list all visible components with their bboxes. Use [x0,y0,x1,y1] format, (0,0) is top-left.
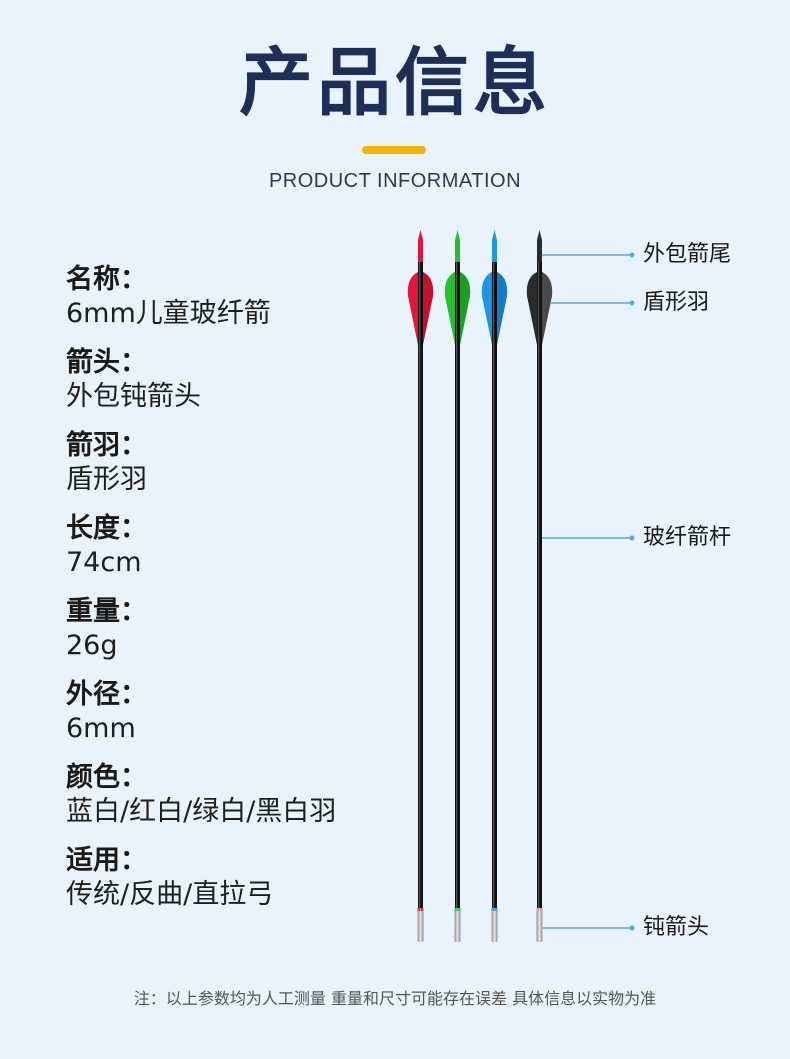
spec-arrowhead: 箭头： 外包钝箭头 [66,346,396,429]
arrow-nock [455,230,460,262]
arrow-vane [460,272,471,345]
arrow-vane [526,272,537,345]
arrow-shaft [455,262,460,912]
arrow-tip-band [491,908,498,911]
arrow-tip-band [417,908,424,911]
spec-value: 26g [66,630,118,661]
arrow-green [444,230,471,942]
arrow-nock [492,230,497,262]
spec-suitable: 适用： 传统/反曲/直拉弓 [66,844,396,927]
arrow-shaft-highlight [456,262,458,912]
leader-dot-tip [629,925,635,931]
spec-label: 名称： [66,264,147,295]
spec-label: 箭头： [66,347,147,378]
spec-label: 重量： [66,596,147,627]
spec-length: 长度： 74cm [66,512,396,595]
arrow-shaft-highlight [419,262,421,912]
page-title: 产品信息 [239,40,551,126]
arrow-vane [407,272,418,345]
arrow-red [407,230,434,942]
arrow-tip [454,908,461,942]
arrow-blue [481,230,508,942]
spec-label: 外径： [66,679,147,710]
callout-nock: 外包箭尾 [643,242,732,267]
arrow-vane [481,272,492,345]
leader-dot-nock [629,252,635,258]
spec-value: 6mm [66,713,136,744]
arrow-tip [417,908,424,942]
spec-value: 盾形羽 [66,464,147,495]
arrow-tip-band [454,908,461,911]
page-subtitle: PRODUCT INFORMATION [268,170,522,192]
arrow-shaft [537,262,542,912]
leader-dot-shaft [629,535,635,541]
arrow-nock [537,230,542,262]
spec-label: 长度： [66,513,147,544]
arrow-tip-band [536,908,543,911]
spec-value: 蓝白/红白/绿白/黑白羽 [66,796,337,827]
spec-weight: 重量： 26g [66,595,396,678]
spec-list: 名称： 6mm儿童玻纤箭 箭头： 外包钝箭头 箭羽： 盾形羽 长度： 74cm … [66,263,396,927]
arrow-shaft-highlight [493,262,495,912]
leader-dot-vane [629,300,635,306]
arrow-shaft-highlight [538,262,540,912]
callout-tip: 钝箭头 [643,915,710,940]
spec-color: 颜色： 蓝白/红白/绿白/黑白羽 [66,761,396,844]
arrow-vane [542,272,553,345]
spec-label: 颜色： [66,762,147,793]
arrow-vane [497,272,508,345]
callout-shaft: 玻纤箭杆 [643,525,732,550]
spec-value: 外包钝箭头 [66,381,201,412]
spec-label: 箭羽： [66,430,147,461]
arrow-shaft [418,262,423,912]
spec-diameter: 外径： 6mm [66,678,396,761]
callout-vane: 盾形羽 [643,290,710,315]
arrow-vane [423,272,434,345]
arrow-shaft [492,262,497,912]
arrow-vane [444,272,455,345]
spec-value: 传统/反曲/直拉弓 [66,879,274,910]
arrow-black [526,230,553,942]
spec-value: 6mm儿童玻纤箭 [66,298,271,329]
leader-lines [542,252,635,931]
title-accent-bar [362,146,426,154]
spec-label: 适用： [66,845,147,876]
disclaimer-note: 注：以上参数均为人工测量 重量和尺寸可能存在误差 具体信息以实物为准 [133,989,657,1008]
spec-value: 74cm [66,547,142,578]
arrow-nock [418,230,423,262]
spec-fletching: 箭羽： 盾形羽 [66,429,396,512]
arrow-tip [536,908,543,942]
spec-name: 名称： 6mm儿童玻纤箭 [66,263,396,346]
arrow-tip [491,908,498,942]
